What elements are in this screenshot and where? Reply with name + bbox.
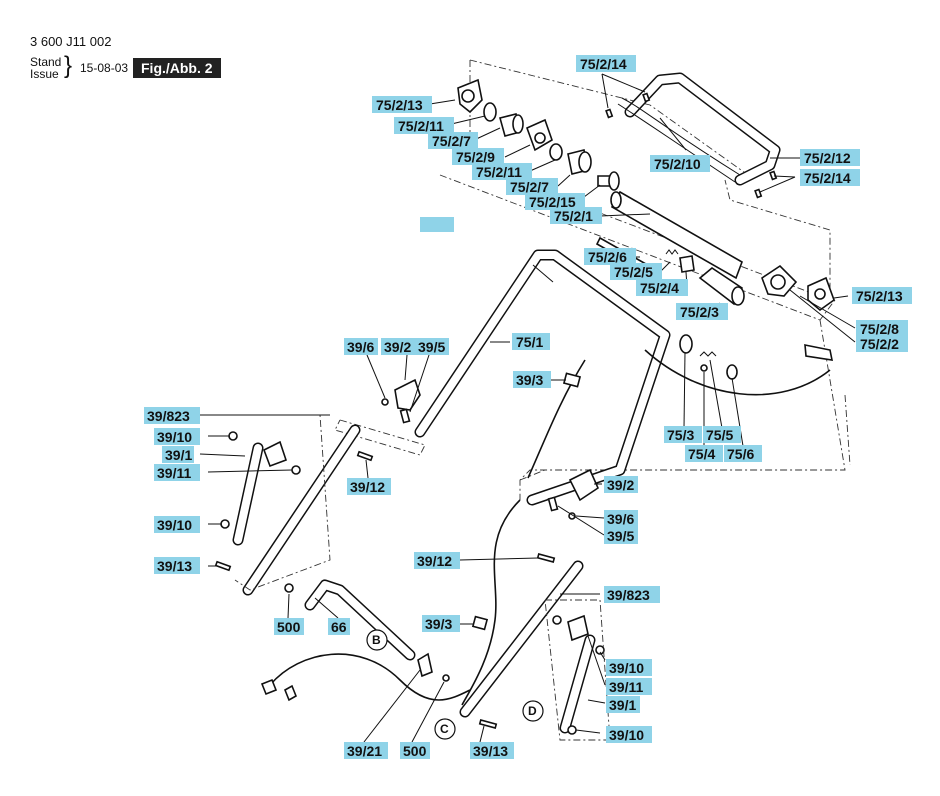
- callout-39-13-bottom: 39/13: [473, 743, 508, 759]
- issue-date: 15-08-03: [80, 61, 129, 75]
- callout-75-2-8: 75/2/8: [860, 321, 899, 337]
- figure-badge: Fig./Abb. 2: [133, 58, 221, 78]
- left-lower-bar: [214, 414, 374, 596]
- callout-75-2-12: 75/2/12: [804, 150, 851, 166]
- callout-39-12-left: 39/12: [350, 479, 385, 495]
- main-handle-frame: [414, 249, 671, 506]
- issue-label: Issue: [30, 67, 59, 81]
- callout-75-2-6: 75/2/6: [588, 249, 627, 265]
- callout-75-6: 75/6: [727, 446, 754, 462]
- stand-label: Stand: [30, 55, 62, 69]
- callout-66: 66: [331, 619, 347, 635]
- callout-39-2-mid: 39/2: [607, 477, 634, 493]
- callout-75-2-13-right: 75/2/13: [856, 288, 903, 304]
- callout-39-2-top: 39/2: [384, 339, 411, 355]
- callout-75-5: 75/5: [706, 427, 733, 443]
- blank-highlight-box: [420, 217, 454, 232]
- callout-39-10-right-b: 39/10: [609, 727, 644, 743]
- callout-39-6-mid: 39/6: [607, 511, 634, 527]
- callout-39-11-left: 39/11: [157, 465, 191, 481]
- callout-39-6-top: 39/6: [347, 339, 374, 355]
- brake-cable: [260, 653, 471, 702]
- callout-39-5-mid: 39/5: [607, 528, 634, 544]
- brace-glyph: }: [64, 52, 73, 79]
- callout-labels: 75/2/14 75/2/13 75/2/11 75/2/7 75/2/9 75…: [147, 56, 903, 759]
- callout-75-2-1: 75/2/1: [554, 208, 593, 224]
- callout-75-2-7-a: 75/2/7: [432, 133, 471, 149]
- callout-39-5-top: 39/5: [418, 339, 445, 355]
- callout-75-2-14-top: 75/2/14: [580, 56, 627, 72]
- callout-39-3-bottom: 39/3: [425, 616, 452, 632]
- callout-75-2-5: 75/2/5: [614, 264, 653, 280]
- callout-39-10-right-a: 39/10: [609, 660, 644, 676]
- callout-39-823-left: 39/823: [147, 408, 190, 424]
- left-clamp-parts: [334, 372, 582, 456]
- callout-75-4: 75/4: [688, 446, 715, 462]
- callout-75-2-13-left: 75/2/13: [376, 97, 423, 113]
- callout-39-12-mid: 39/12: [417, 553, 452, 569]
- marker-d: D: [528, 704, 537, 718]
- callout-75-2-15: 75/2/15: [529, 194, 576, 210]
- callout-39-823-right: 39/823: [607, 587, 650, 603]
- right-lower-bar: [459, 468, 611, 741]
- callout-500-bottom: 500: [403, 743, 427, 759]
- callout-75-2-4: 75/2/4: [640, 280, 679, 296]
- callout-39-11-right: 39/11: [609, 679, 643, 695]
- callout-39-3-top: 39/3: [516, 372, 543, 388]
- callout-39-1-left: 39/1: [165, 447, 192, 463]
- callout-75-2-11-b: 75/2/11: [476, 164, 522, 180]
- marker-b-circle: [366, 629, 388, 651]
- marker-d-circle: [522, 700, 544, 722]
- leader-lines: [199, 73, 856, 743]
- callout-75-2-10: 75/2/10: [654, 156, 701, 172]
- document-number: 3 600 J11 002: [30, 34, 112, 49]
- marker-c-circle: [434, 718, 456, 740]
- callout-75-1: 75/1: [516, 334, 543, 350]
- callout-75-2-3: 75/2/3: [680, 304, 719, 320]
- reference-markers: B C D: [366, 629, 544, 740]
- callout-39-1-right: 39/1: [609, 697, 636, 713]
- callout-75-2-11-a: 75/2/11: [398, 118, 444, 134]
- callout-39-10-left-a: 39/10: [157, 429, 192, 445]
- callout-75-2-9: 75/2/9: [456, 149, 495, 165]
- upper-handle-bar: [617, 72, 781, 186]
- marker-c: C: [440, 722, 449, 736]
- callout-75-2-14-right: 75/2/14: [804, 170, 851, 186]
- callout-75-2-2: 75/2/2: [860, 336, 899, 352]
- callout-500-left: 500: [277, 619, 301, 635]
- marker-b: B: [372, 633, 381, 647]
- throttle-cable: [527, 334, 834, 479]
- callout-75-3: 75/3: [667, 427, 694, 443]
- callout-75-2-7-b: 75/2/7: [510, 179, 549, 195]
- bail-lever: [284, 579, 433, 678]
- callout-39-13-left: 39/13: [157, 558, 192, 574]
- callout-backgrounds: [144, 55, 912, 759]
- callout-39-10-left-b: 39/10: [157, 517, 192, 533]
- callout-39-21: 39/21: [347, 743, 382, 759]
